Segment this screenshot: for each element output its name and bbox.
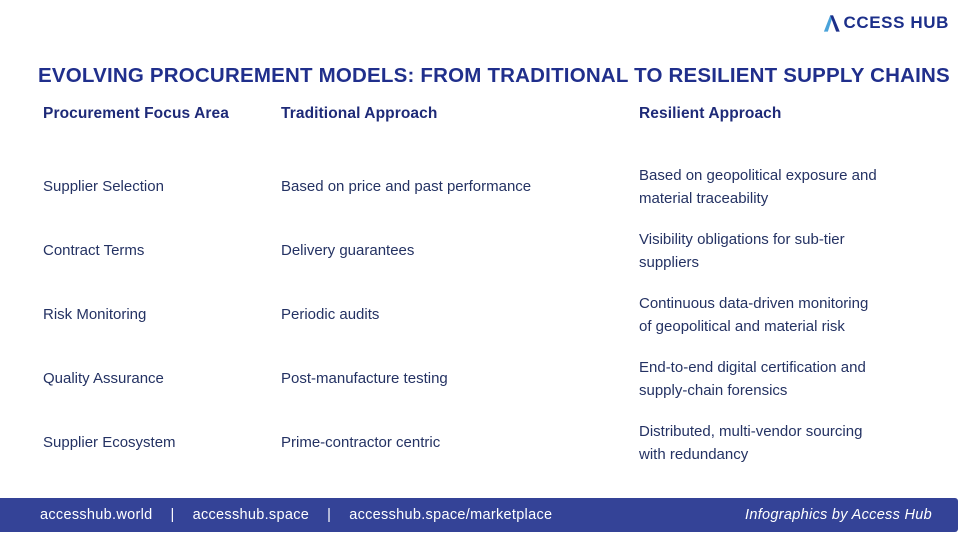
- footer-links: accesshub.world | accesshub.space | accesshu…: [40, 507, 552, 523]
- footer-link-separator: |: [327, 507, 332, 523]
- footer-credit: Infographics by Access Hub: [745, 507, 932, 523]
- focus-area-cell: Risk Monitoring: [43, 305, 147, 323]
- resilient-approach-cell: Distributed, multi-vendor sourcing with …: [639, 422, 863, 463]
- footer-bar: accesshub.world | accesshub.space | accesshu…: [0, 498, 958, 532]
- focus-area-cell: Supplier Ecosystem: [43, 433, 176, 451]
- traditional-approach-cell: Delivery guarantees: [281, 241, 415, 259]
- table-row: Contract Terms Delivery guarantees Visib…: [43, 219, 944, 283]
- column-header-resilient: Resilient Approach: [639, 105, 782, 122]
- resilient-approach-cell: Visibility obligations for sub-tier supp…: [639, 230, 845, 271]
- table-header-row: Procurement Focus Area Traditional Appro…: [43, 105, 944, 155]
- focus-area-cell: Quality Assurance: [43, 369, 164, 387]
- focus-area-cell: Contract Terms: [43, 241, 145, 259]
- resilient-approach-cell: Based on geopolitical exposure and mater…: [639, 166, 877, 207]
- footer-link[interactable]: accesshub.space: [192, 507, 310, 523]
- column-header-focus-area: Procurement Focus Area: [43, 105, 229, 122]
- table-row: Supplier Ecosystem Prime-contractor cent…: [43, 411, 944, 475]
- brand-logo: CCESS HUB: [823, 13, 949, 33]
- brand-logo-text: CCESS HUB: [843, 13, 949, 32]
- traditional-approach-cell: Prime-contractor centric: [281, 433, 441, 451]
- footer-link[interactable]: accesshub.world: [40, 507, 153, 523]
- comparison-table: Procurement Focus Area Traditional Appro…: [43, 105, 944, 475]
- table-row: Risk Monitoring Periodic audits Continuo…: [43, 283, 944, 347]
- page-title: EVOLVING PROCUREMENT MODELS: FROM TRADIT…: [38, 63, 950, 87]
- table-row: Supplier Selection Based on price and pa…: [43, 155, 944, 219]
- footer-link[interactable]: accesshub.space/marketplace: [349, 507, 553, 523]
- table-row: Quality Assurance Post-manufacture testi…: [43, 347, 944, 411]
- column-header-traditional: Traditional Approach: [281, 105, 438, 122]
- footer-link-separator: |: [170, 507, 175, 523]
- traditional-approach-cell: Based on price and past performance: [281, 177, 532, 195]
- table-body: Supplier Selection Based on price and pa…: [43, 155, 944, 475]
- logo-a-icon: [824, 14, 841, 32]
- traditional-approach-cell: Post-manufacture testing: [281, 369, 448, 387]
- focus-area-cell: Supplier Selection: [43, 177, 164, 195]
- traditional-approach-cell: Periodic audits: [281, 305, 380, 323]
- resilient-approach-cell: End-to-end digital certification and sup…: [639, 358, 866, 399]
- resilient-approach-cell: Continuous data-driven monitoring of geo…: [639, 294, 869, 335]
